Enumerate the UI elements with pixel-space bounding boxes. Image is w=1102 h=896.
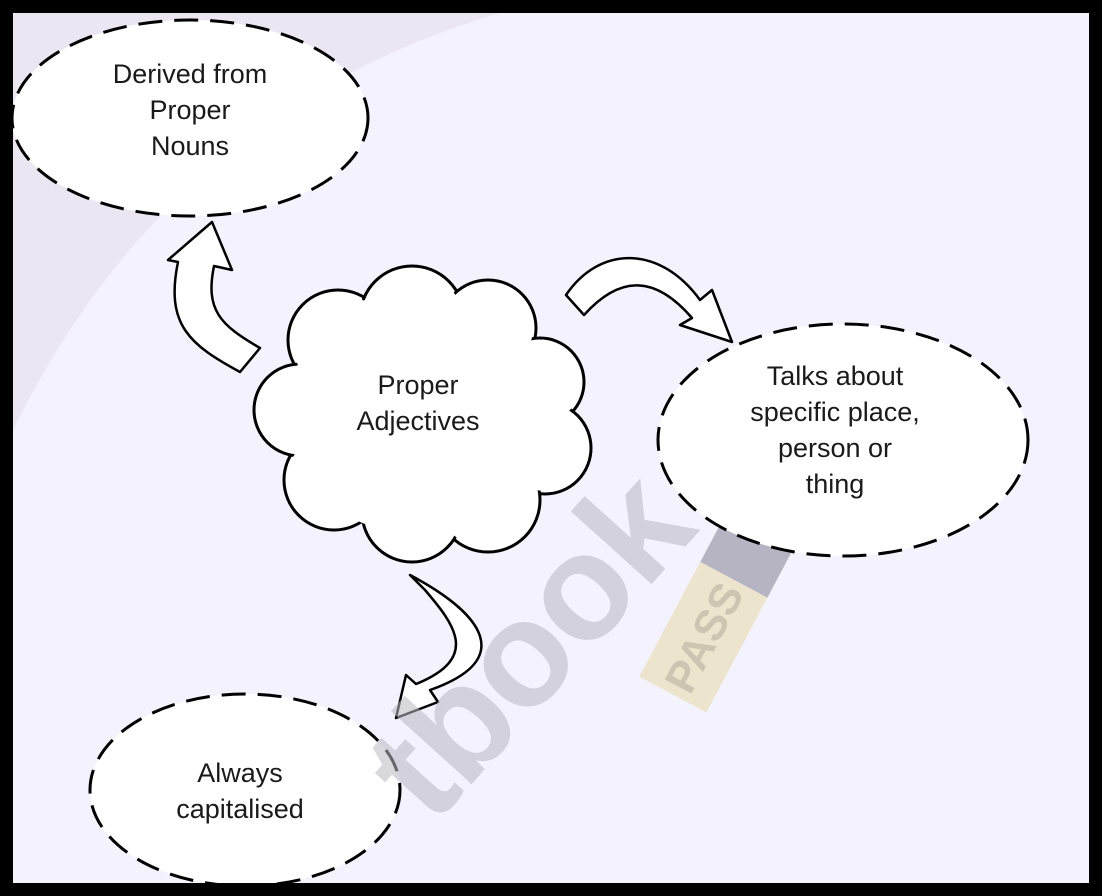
derived-line-2: Proper bbox=[149, 95, 231, 125]
talks-line-1: Talks about bbox=[766, 361, 904, 391]
always-line-2: capitalised bbox=[176, 794, 304, 824]
talks-label: Talks about specific place, person or th… bbox=[705, 358, 965, 502]
talks-line-4: thing bbox=[805, 469, 865, 499]
center-line-1: Proper bbox=[377, 370, 459, 400]
arrow-to-talks bbox=[564, 256, 734, 344]
center-label: Proper Adjectives bbox=[318, 367, 518, 439]
talks-line-3: person or bbox=[777, 433, 893, 463]
arrow-to-always bbox=[394, 573, 483, 720]
derived-line-3: Nouns bbox=[150, 131, 230, 161]
arrow-to-derived bbox=[166, 220, 262, 374]
center-line-2: Adjectives bbox=[356, 406, 480, 436]
derived-label: Derived from Proper Nouns bbox=[60, 56, 320, 164]
talks-line-2: specific place, bbox=[750, 397, 920, 427]
always-line-1: Always bbox=[197, 758, 283, 788]
talks-cloud bbox=[656, 322, 1030, 558]
always-label: Always capitalised bbox=[140, 755, 340, 827]
derived-line-1: Derived from bbox=[112, 59, 268, 89]
